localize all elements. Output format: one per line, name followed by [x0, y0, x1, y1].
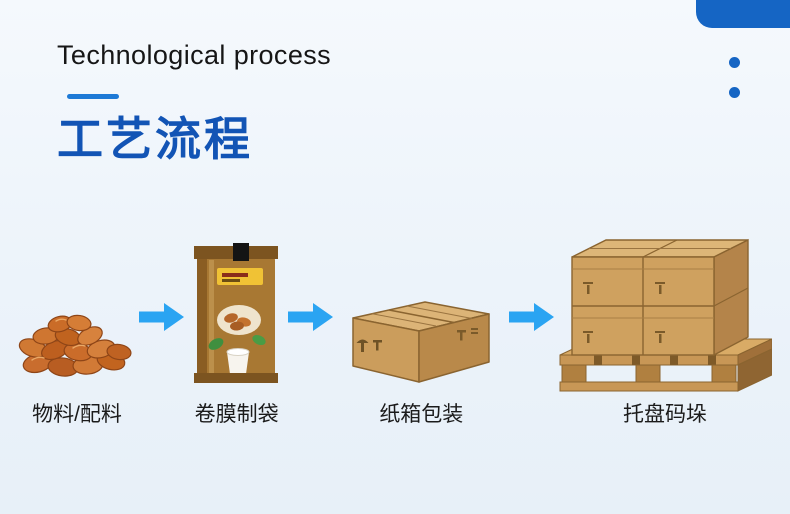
- step-label-bag-making: 卷膜制袋: [194, 403, 279, 426]
- title-underline: [67, 94, 119, 99]
- pallet-stack-illustration: [559, 238, 772, 392]
- step-carton-packing: 纸箱包装: [337, 206, 505, 428]
- blue-dot: [729, 87, 740, 98]
- arrow-right-icon: [508, 303, 554, 331]
- dot-decoration: [729, 57, 740, 98]
- blue-dot: [729, 57, 740, 68]
- step-bag-making: 卷膜制袋: [189, 206, 285, 428]
- header: Technological process 工艺流程: [57, 40, 331, 162]
- title-chinese: 工艺流程: [57, 113, 253, 165]
- arrow-right-icon: [287, 303, 333, 331]
- corner-decoration: [696, 0, 790, 28]
- arrow-right-icon: [139, 303, 185, 331]
- film-bag-illustration: [193, 243, 278, 383]
- step-label-carton-packing: 纸箱包装: [379, 403, 464, 426]
- process-flow: 物料/配料: [10, 206, 780, 428]
- step-label-palletizing: 托盘码垛: [622, 403, 707, 426]
- nuts-pile-illustration: [18, 314, 132, 377]
- step-materials: 物料/配料: [18, 206, 136, 428]
- step-label-materials: 物料/配料: [32, 403, 122, 426]
- carton-box-illustration: [352, 301, 491, 383]
- title-english: Technological process: [57, 40, 332, 70]
- step-palletizing: 托盘码垛: [558, 206, 772, 428]
